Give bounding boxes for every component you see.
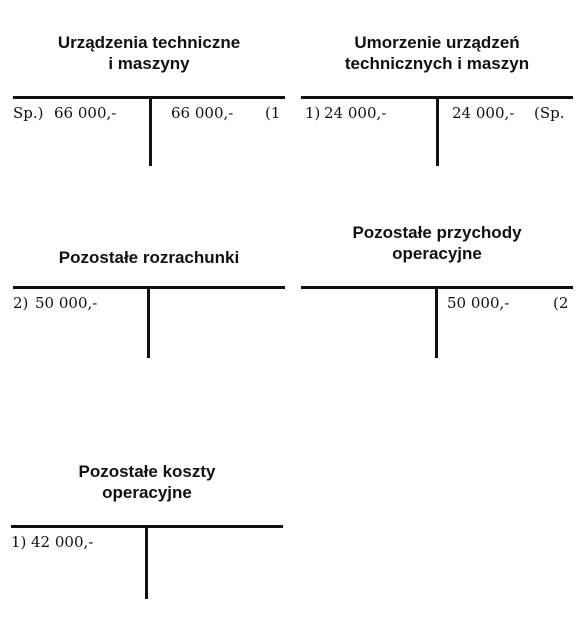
debit-entry-amount: 50 000,- (35, 294, 98, 312)
t-account-umorzenie-urzadzen: Umorzenie urządzeń technicznych i maszyn… (301, 0, 573, 170)
t-account-pozostale-przychody-operacyjne: Pozostałe przychody operacyjne 50 000,- … (301, 214, 573, 364)
account-title: Urządzenia techniczne i maszyny (13, 32, 285, 74)
debit-entry-amount: 42 000,- (31, 533, 94, 551)
account-title-line2: operacyjne (102, 483, 192, 502)
debit-entry-ref: Sp.) (13, 104, 44, 122)
account-title-line2: operacyjne (392, 244, 482, 263)
account-title-line1: Urządzenia techniczne (57, 33, 241, 52)
credit-entry-amount: 50 000,- (447, 294, 510, 312)
credit-entry-ref: (Sp. (534, 104, 565, 122)
account-title: Pozostałe przychody operacyjne (301, 222, 573, 264)
t-account-vertical-line (435, 286, 438, 358)
debit-entry-ref: 1) (11, 533, 27, 551)
debit-entry-ref: 1) (305, 104, 321, 122)
account-title: Umorzenie urządzeń technicznych i maszyn (301, 32, 573, 74)
t-account-vertical-line (147, 286, 150, 358)
credit-entry-ref: (2 (553, 294, 569, 312)
account-title: Pozostałe rozrachunki (13, 247, 285, 268)
account-title: Pozostałe koszty operacyjne (11, 461, 283, 503)
debit-entry-ref: 2) (13, 294, 29, 312)
t-account-vertical-line (149, 96, 152, 166)
t-account-vertical-line (145, 525, 148, 599)
credit-entry-amount: 24 000,- (452, 104, 515, 122)
debit-entry-amount: 24 000,- (324, 104, 387, 122)
account-title-line2: technicznych i maszyn (344, 54, 530, 73)
t-account-vertical-line (436, 96, 439, 166)
account-title-line2: i maszyny (108, 54, 190, 73)
account-title-line1: Pozostałe rozrachunki (58, 248, 240, 267)
credit-entry-amount: 66 000,- (171, 104, 234, 122)
t-account-pozostale-rozrachunki: Pozostałe rozrachunki 2) 50 000,- (13, 230, 285, 360)
account-title-line1: Umorzenie urządzeń (354, 33, 520, 52)
t-account-pozostale-koszty-operacyjne: Pozostałe koszty operacyjne 1) 42 000,- (11, 450, 283, 610)
t-account-urzadzenia-techniczne: Urządzenia techniczne i maszyny Sp.) 66 … (13, 0, 285, 170)
credit-entry-ref: (1 (265, 104, 281, 122)
account-title-line1: Pozostałe przychody (352, 223, 522, 242)
debit-entry-amount: 66 000,- (54, 104, 117, 122)
account-title-line1: Pozostałe koszty (78, 462, 216, 481)
